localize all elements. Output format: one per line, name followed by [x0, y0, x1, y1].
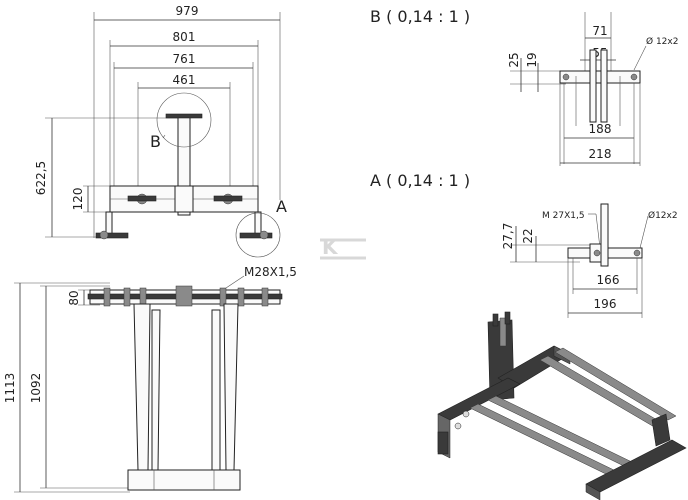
- dim-80: 80: [67, 290, 81, 305]
- detail-circle-a: [235, 212, 281, 258]
- base-plate: [127, 469, 241, 491]
- detail-circle-b: [156, 92, 212, 148]
- dim-188: 188: [589, 122, 612, 136]
- dim-19: 19: [525, 52, 539, 67]
- dim-166: 166: [597, 273, 620, 287]
- dim-120: 120: [71, 188, 85, 211]
- detail-b-title: B ( 0,14 : 1 ): [370, 7, 470, 26]
- detail-a: A ( 0,14 : 1 ) M 27X1,5 Ø12x2 27,7 22 16…: [370, 171, 678, 318]
- detail-b: B ( 0,14 : 1 ) 71 55 Ø 12x2 25 19 188 21…: [370, 7, 678, 166]
- detail-a-title: A ( 0,14 : 1 ): [370, 171, 470, 190]
- dim-1092: 1092: [29, 373, 43, 404]
- label-a: A: [276, 197, 287, 216]
- hole-b: Ø 12x2: [646, 36, 678, 47]
- dim-71: 71: [592, 24, 607, 38]
- top-pin: [165, 113, 203, 119]
- thread-m27: M 27X1,5: [542, 211, 585, 221]
- dim-1113: 1113: [3, 373, 17, 404]
- thread-m28: M28X1,5: [244, 265, 297, 279]
- dim-25: 25: [507, 52, 521, 67]
- isometric-view: [437, 311, 687, 500]
- front-view: 1113 1092 80 M28X1,5: [3, 265, 297, 493]
- right-pin: [239, 232, 273, 239]
- hole-a: Ø12x2: [648, 210, 678, 221]
- left-pin: [95, 232, 129, 239]
- dim-22: 22: [521, 228, 535, 243]
- dim-461: 461: [173, 73, 196, 87]
- dim-218: 218: [589, 147, 612, 161]
- top-view: 979 801 761 461 622,5 120 B A: [34, 4, 287, 258]
- dim-622-5: 622,5: [34, 161, 48, 195]
- label-b: B: [150, 132, 161, 151]
- dim-801: 801: [173, 30, 196, 44]
- dim-196: 196: [594, 297, 617, 311]
- dim-979: 979: [176, 4, 199, 18]
- dim-27-7: 27,7: [501, 223, 515, 250]
- dim-761: 761: [173, 52, 196, 66]
- detail-b-bar: [559, 70, 641, 84]
